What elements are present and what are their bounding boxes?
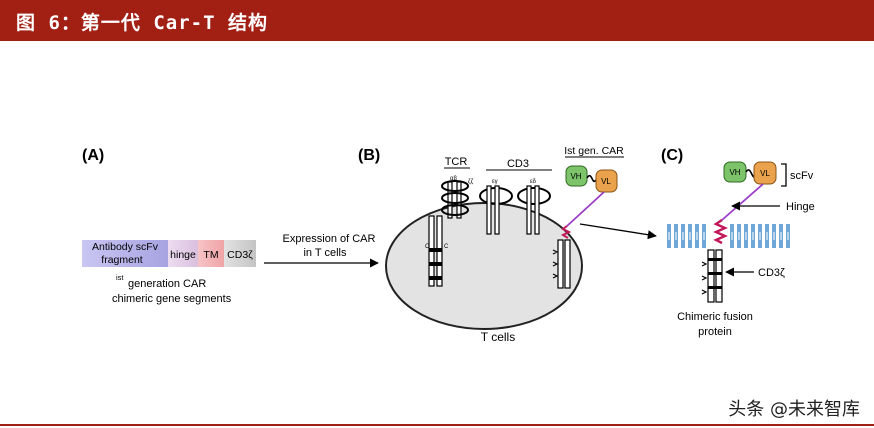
fusion-protein: VH VL scFv Hinge CD3ζ [701, 161, 815, 303]
cell-car-itams [552, 249, 559, 279]
cell-vl-label: VL [601, 177, 611, 186]
cell-car-linker [566, 191, 605, 227]
tcr-loop-1 [441, 180, 469, 192]
expression-line2: in T cells [303, 247, 347, 259]
fusion-vl-label: VL [760, 169, 770, 178]
hinge-label: hinge [170, 249, 196, 261]
cell-car-tail-2 [564, 239, 571, 289]
cd3-segment [224, 240, 256, 267]
fusion-itam-2 [708, 272, 722, 275]
fusion-hinge-label: Hinge [786, 201, 815, 213]
gene-segment-bar: Antibody scFv fragment hinge TM CD3ζ [82, 240, 256, 267]
fusion-itam-3 [708, 286, 722, 289]
caption-a-sup: ist [116, 273, 124, 282]
tm-segment [198, 240, 224, 267]
cell-vh-label: VH [570, 172, 581, 181]
cd3-eg-label: εγ [492, 179, 498, 185]
cd3-label-header: CD3 [507, 158, 529, 170]
scfv-label-line1: Antibody scFv [92, 241, 159, 253]
tcr-zeta-pair: C C [425, 215, 449, 287]
fusion-cd3-label: CD3ζ [758, 267, 785, 279]
fusion-linker [721, 183, 764, 221]
caption-a-line2: chimeric gene segments [112, 293, 232, 305]
tcr-c-right: C [444, 244, 449, 250]
cell-vl-domain [595, 169, 618, 193]
cd3-label: CD3ζ [227, 249, 253, 261]
scfv-bracket [781, 163, 787, 187]
cd3-ed-label: εδ [530, 179, 537, 185]
fusion-itam-1 [708, 258, 722, 261]
tcr-receptor: αβ [441, 176, 469, 219]
zeta-itam-3 [429, 276, 442, 280]
fusion-label-line2: protein [698, 326, 732, 338]
tcr-label: TCR [445, 156, 468, 168]
figure-title: 图 6：第一代 Car-T 结构 [16, 12, 268, 34]
cell-car-tail-1 [557, 239, 564, 289]
panel-c-label: (C) [661, 147, 683, 164]
cd3-ed-chain-2 [534, 185, 540, 235]
caption-a-line1: generation CAR [128, 278, 206, 290]
cell-vh-domain [565, 165, 588, 187]
cd3-zz-label: ζζ [468, 179, 474, 185]
cd3-eg-dimer: εγ [479, 179, 513, 235]
expression-line1: Expression of CAR [283, 233, 376, 245]
cd3-ed-loop [517, 187, 551, 205]
hinge-segment [168, 240, 198, 267]
fusion-arrow [579, 223, 657, 240]
cd3-eg-chain-2 [494, 185, 500, 235]
t-cells-label: T cells [481, 330, 515, 344]
cd3-ed-chain-1 [526, 185, 532, 235]
panel-a-label: (A) [82, 147, 104, 164]
cell-car-hinge [560, 225, 572, 239]
fusion-membrane [667, 224, 790, 248]
tcr-loop-2 [441, 192, 469, 204]
cd3-ed-dimer: εδ [517, 179, 551, 235]
zeta-itam-1 [429, 248, 442, 252]
scfv-label-line2: fragment [101, 254, 143, 266]
fusion-hinge [713, 219, 728, 245]
watermark: 头条 @未来智库 [728, 399, 860, 420]
car-receptor-on-cell: VH VL [552, 165, 618, 289]
tcr-loop-3 [441, 204, 469, 216]
fusion-vl-domain [753, 161, 777, 185]
cd3-eg-chain-1 [486, 185, 492, 235]
fusion-itam-ticks [701, 261, 708, 295]
tcr-alpha-chain [447, 181, 453, 219]
fusion-label-line1: Chimeric fusion [677, 311, 753, 323]
fusion-scfv-label: scFv [790, 170, 814, 182]
figure-header: 图 6：第一代 Car-T 结构 [0, 0, 874, 41]
panel-b-label: (B) [358, 147, 380, 164]
bottom-rule [0, 424, 874, 426]
fusion-tail-2 [715, 249, 723, 303]
fusion-tail-1 [707, 249, 715, 303]
cell-scfv-linker [586, 174, 597, 183]
fusion-vh-label: VH [729, 168, 740, 177]
t-cell-body [385, 202, 583, 330]
tcr-ab-label: αβ [450, 176, 457, 182]
zeta-itam-2 [429, 262, 442, 266]
car-label: Ist gen. CAR [564, 145, 624, 157]
scfv-segment [82, 240, 168, 267]
tcr-c-left: C [425, 244, 430, 250]
tm-label: TM [203, 249, 218, 261]
tcr-beta-chain [456, 181, 462, 219]
